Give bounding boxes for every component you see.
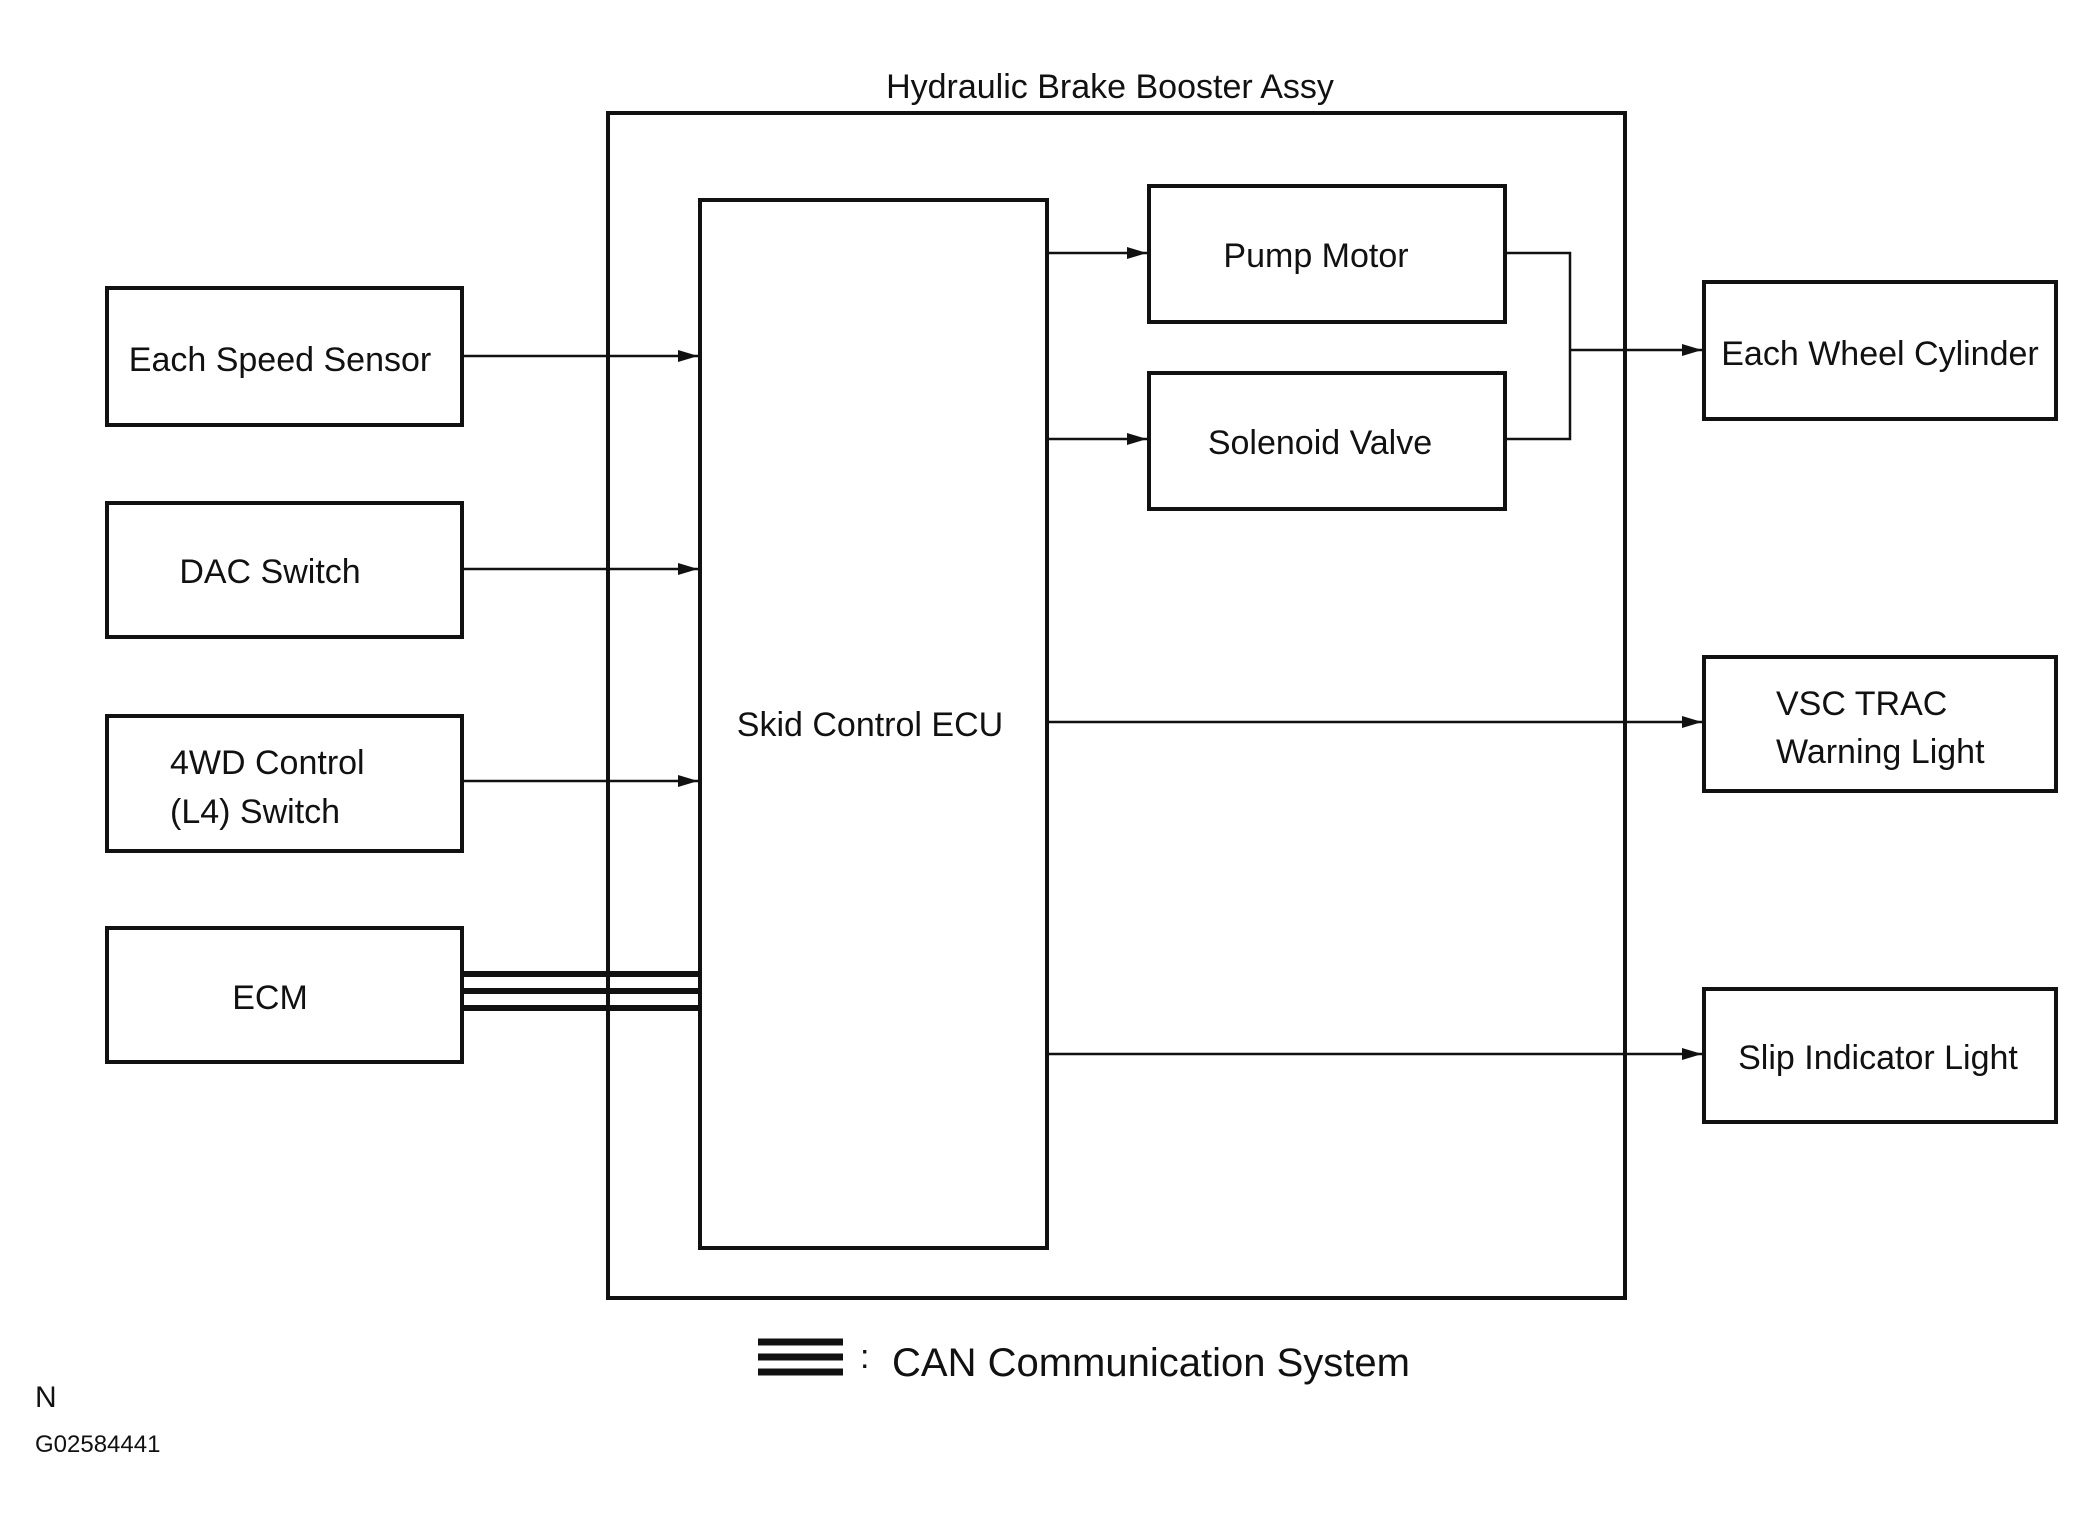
pump-motor-box (1147, 184, 1507, 324)
wheel-cylinder-box (1702, 280, 2058, 421)
vsc-trac-label-line1: VSC TRAC (1776, 685, 1947, 723)
pump-motor-label: Pump Motor (1223, 237, 1408, 275)
footer-letter: N (35, 1381, 57, 1414)
dac-switch-box (105, 501, 464, 639)
figure-code: G02584441 (35, 1431, 160, 1458)
speed-sensor-box (105, 286, 464, 427)
skid-control-ecu-label: Skid Control ECU (737, 706, 1003, 744)
slip-indicator-box (1702, 987, 2058, 1124)
vsc-trac-label-line2: Warning Light (1776, 733, 1985, 771)
ecm-label: ECM (232, 979, 308, 1017)
fourwd-switch-box (105, 714, 464, 853)
skid-control-ecu-box (698, 198, 1049, 1250)
fourwd-switch-label-line1: 4WD Control (170, 744, 365, 782)
ecm-box (105, 926, 464, 1064)
solenoid-valve-label: Solenoid Valve (1208, 424, 1432, 462)
dac-switch-label: DAC Switch (179, 553, 360, 591)
solenoid-valve-box (1147, 371, 1507, 511)
slip-indicator-label: Slip Indicator Light (1738, 1039, 2018, 1077)
can-legend-symbol (758, 1338, 843, 1376)
wheel-cylinder-label: Each Wheel Cylinder (1721, 335, 2038, 373)
ecm-can-bus (462, 971, 700, 1011)
actuator-merge-line (1505, 251, 1572, 441)
vsc-trac-warning-box (1702, 655, 2058, 793)
fourwd-switch-label-line2: (L4) Switch (170, 793, 340, 831)
assembly-label: Hydraulic Brake Booster Assy (886, 68, 1334, 106)
legend-separator: : (860, 1338, 869, 1376)
legend-label: CAN Communication System (892, 1341, 1410, 1385)
speed-sensor-label: Each Speed Sensor (129, 341, 431, 379)
